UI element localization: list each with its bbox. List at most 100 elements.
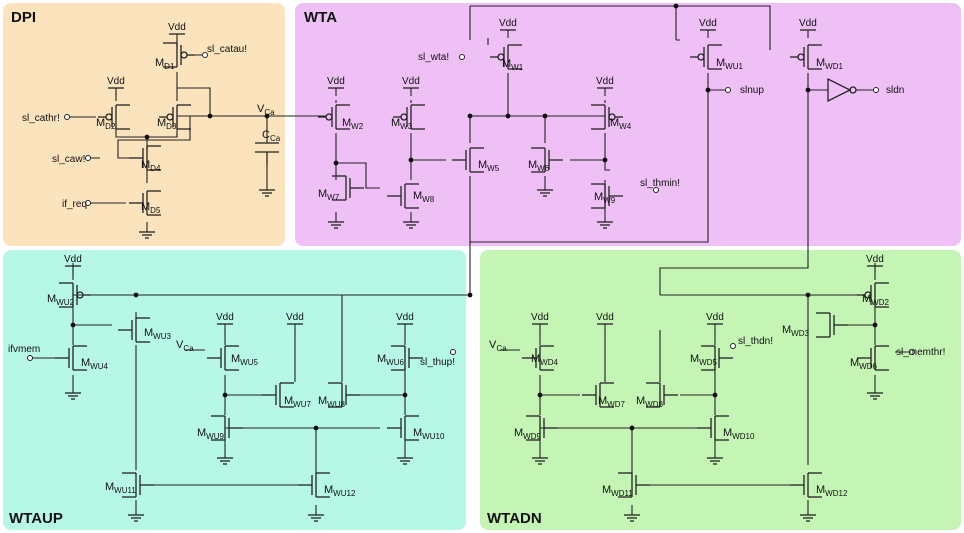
- signal-label: slnup: [740, 85, 764, 96]
- signal-label: sl_caw!: [52, 154, 85, 165]
- transistor-mwu10: [387, 415, 419, 441]
- vdd-label: Vdd: [531, 312, 549, 323]
- transistor-mwu7: [262, 382, 294, 408]
- ground-icon: [217, 457, 233, 465]
- ground-icon: [65, 392, 81, 400]
- inverter-icon: [827, 77, 857, 103]
- vdd-label: Vdd: [396, 312, 414, 323]
- transistor-mw5: [452, 147, 484, 173]
- vdd-rail: Vdd: [107, 76, 125, 96]
- ground-icon: [537, 189, 553, 197]
- ground-icon: [597, 221, 613, 229]
- transistor-mwu1: [690, 44, 722, 70]
- signal-label: sl_memthr!: [896, 347, 945, 358]
- ground-icon: [259, 189, 275, 197]
- transistor-mwd3: [816, 312, 848, 338]
- vdd-label: Vdd: [168, 22, 186, 33]
- ground-icon: [624, 514, 640, 522]
- transistor-mwd11: [618, 472, 650, 498]
- signal-sl-thmin: sl_thmin!: [640, 178, 680, 193]
- ground-icon: [800, 514, 816, 522]
- wta-block-label: WTA: [304, 9, 337, 26]
- signal-label: ifvmem: [8, 344, 40, 355]
- ground-icon: [707, 457, 723, 465]
- signal-sl-catau: sl_catau!: [202, 44, 247, 58]
- transistor-mwu5: [207, 345, 239, 371]
- signal-slnup: slnup: [725, 85, 764, 96]
- transistor-mwd6: [857, 345, 889, 371]
- ground-icon: [397, 457, 413, 465]
- transistor-mw3: [393, 104, 425, 130]
- transistor-mwd10: [697, 415, 729, 441]
- vdd-label: Vdd: [596, 312, 614, 323]
- transistor-mwu12: [298, 472, 330, 498]
- transistor-mw2: [318, 104, 350, 130]
- signal-label: sl_wta!: [418, 52, 449, 63]
- capacitor-cca: [255, 142, 279, 165]
- transistor-md2: [98, 104, 130, 130]
- vdd-label: Vdd: [499, 18, 517, 29]
- signal-sl-wta: sl_wta!: [418, 52, 465, 63]
- ground-icon: [128, 514, 144, 522]
- vdd-rail: Vdd: [799, 18, 817, 38]
- transistor-mw4: [591, 104, 623, 130]
- vdd-label: Vdd: [402, 76, 420, 87]
- transistor-md5: [129, 190, 161, 216]
- signal-ifvmem: ifvmem: [8, 344, 40, 361]
- transistor-mwu2: [59, 282, 91, 308]
- transistor-md4: [129, 145, 161, 171]
- transistor-mwd12: [790, 472, 822, 498]
- signal-label: sl_thmin!: [640, 178, 680, 189]
- transistor-mwd7: [582, 382, 614, 408]
- transistor-mwd5: [701, 345, 733, 371]
- signal-sl-memthr: sl_memthr!: [896, 347, 945, 358]
- dpi-block-label: DPI: [11, 9, 36, 26]
- wtadn-block: [480, 250, 961, 530]
- vdd-label: Vdd: [64, 254, 82, 265]
- vdd-rail: Vdd: [499, 18, 517, 38]
- signal-label: sldn: [886, 85, 904, 96]
- transistor-mw7: [332, 175, 364, 201]
- vdd-rail: Vdd: [64, 254, 82, 274]
- transistor-mw9: [591, 183, 623, 209]
- transistor-md1: [163, 42, 195, 68]
- vdd-label: Vdd: [799, 18, 817, 29]
- transistor-mwu9: [211, 415, 243, 441]
- signal-sl-caw: sl_caw!: [52, 154, 91, 165]
- vdd-rail: Vdd: [596, 312, 614, 332]
- vdd-rail: Vdd: [286, 312, 304, 332]
- transistor-mw6: [531, 147, 563, 173]
- signal-if-req: if_req: [62, 199, 91, 210]
- dpi-block: [3, 3, 285, 246]
- transistor-mwu8: [328, 382, 360, 408]
- transistor-mwd4: [522, 345, 554, 371]
- signal-label: sl_cathr!: [22, 113, 60, 124]
- wtadn-block-label: WTADN: [487, 510, 542, 527]
- transistor-mw8: [387, 183, 419, 209]
- vdd-label: Vdd: [596, 76, 614, 87]
- transistor-devices: [55, 42, 889, 522]
- signal-label: sl_catau!: [207, 44, 247, 55]
- ground-icon: [403, 221, 419, 229]
- junction-dots: [70, 3, 878, 431]
- transistor-mwd1: [790, 44, 822, 70]
- vdd-rail: Vdd: [168, 22, 186, 42]
- signal-sl-thup: sl_thup!: [420, 349, 456, 368]
- signal-sl-thdn: sl_thdn!: [730, 336, 773, 349]
- transistor-mwu3: [118, 317, 150, 343]
- vdd-rail: Vdd: [866, 254, 884, 274]
- wtaup-block-label: WTAUP: [9, 510, 63, 527]
- transistor-mwu6: [391, 345, 423, 371]
- vdd-rail: Vdd: [396, 312, 414, 332]
- signal-sl-cathr: sl_cathr!: [22, 113, 70, 124]
- transistor-mwd2: [857, 282, 889, 308]
- vdd-rail: Vdd: [706, 312, 724, 332]
- signal-label: sl_thup!: [420, 357, 455, 368]
- transistor-md3: [159, 104, 191, 130]
- vdd-rail: Vdd: [327, 76, 345, 96]
- vdd-label: Vdd: [706, 312, 724, 323]
- transistor-mwd8: [646, 382, 678, 408]
- vdd-label: Vdd: [327, 76, 345, 87]
